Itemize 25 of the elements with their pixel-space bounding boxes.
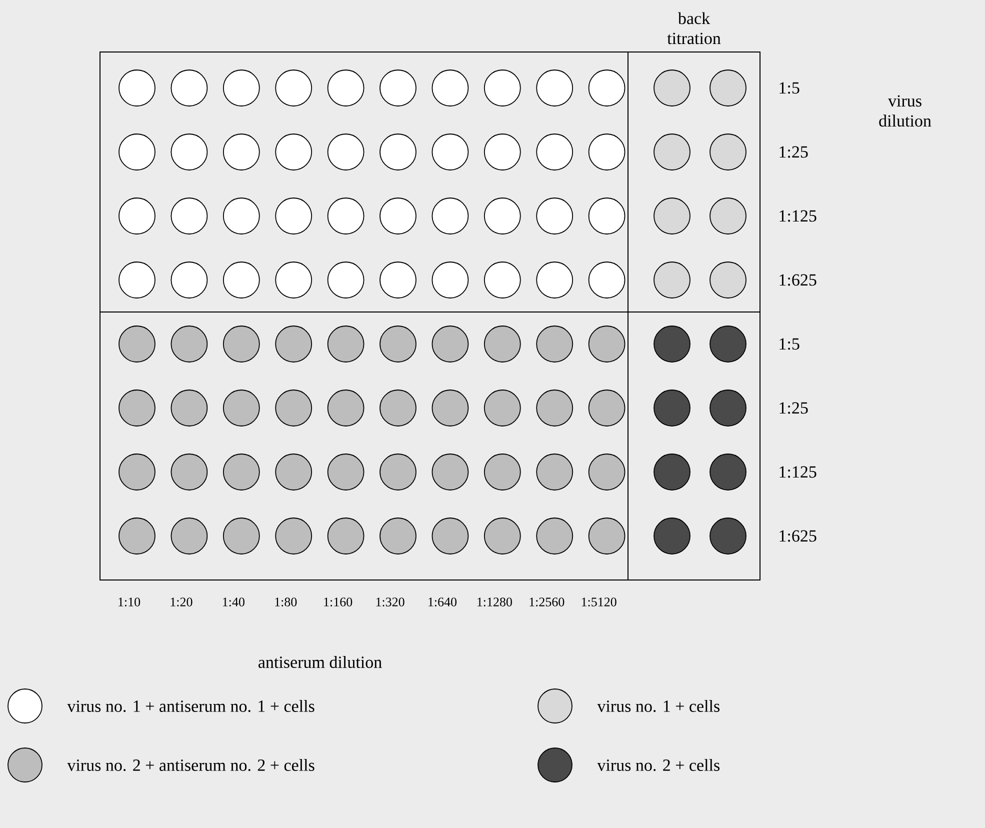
row-label: 1:625 — [780, 530, 816, 542]
column-label: 1:2560 — [530, 598, 564, 606]
axis-title: antiserum dilution — [258, 656, 382, 668]
column-label: 1:40 — [223, 598, 244, 606]
column-label: 1:10 — [118, 598, 140, 606]
column-label: 1:5120 — [582, 598, 616, 606]
column-label: 1:160 — [324, 598, 352, 606]
legend-text: virus no. 1 + antiserum no. 1 + cells — [67, 700, 314, 712]
legend-text: virus no. 2 + cells — [597, 759, 720, 772]
row-label: 1:25 — [780, 146, 808, 158]
row-label: 1:5 — [780, 82, 800, 94]
column-label: 1:1280 — [478, 598, 512, 606]
axis-title: virus dilution — [879, 95, 932, 127]
column-label: 1:640 — [428, 598, 457, 606]
legend-text: virus no. 2 + antiserum no. 2 + cells — [67, 759, 314, 772]
row-label: 1:125 — [780, 210, 816, 222]
column-label: 1:20 — [170, 598, 192, 606]
row-label: 1:625 — [780, 274, 816, 286]
back-titration-label: back titration — [667, 12, 721, 44]
legend-text: virus no. 1 + cells — [597, 700, 720, 712]
column-label: 1:80 — [275, 598, 297, 606]
row-label: 1:5 — [780, 338, 800, 350]
row-label: 1:25 — [780, 402, 808, 414]
column-label: 1:320 — [376, 598, 404, 606]
row-label: 1:125 — [780, 466, 816, 478]
